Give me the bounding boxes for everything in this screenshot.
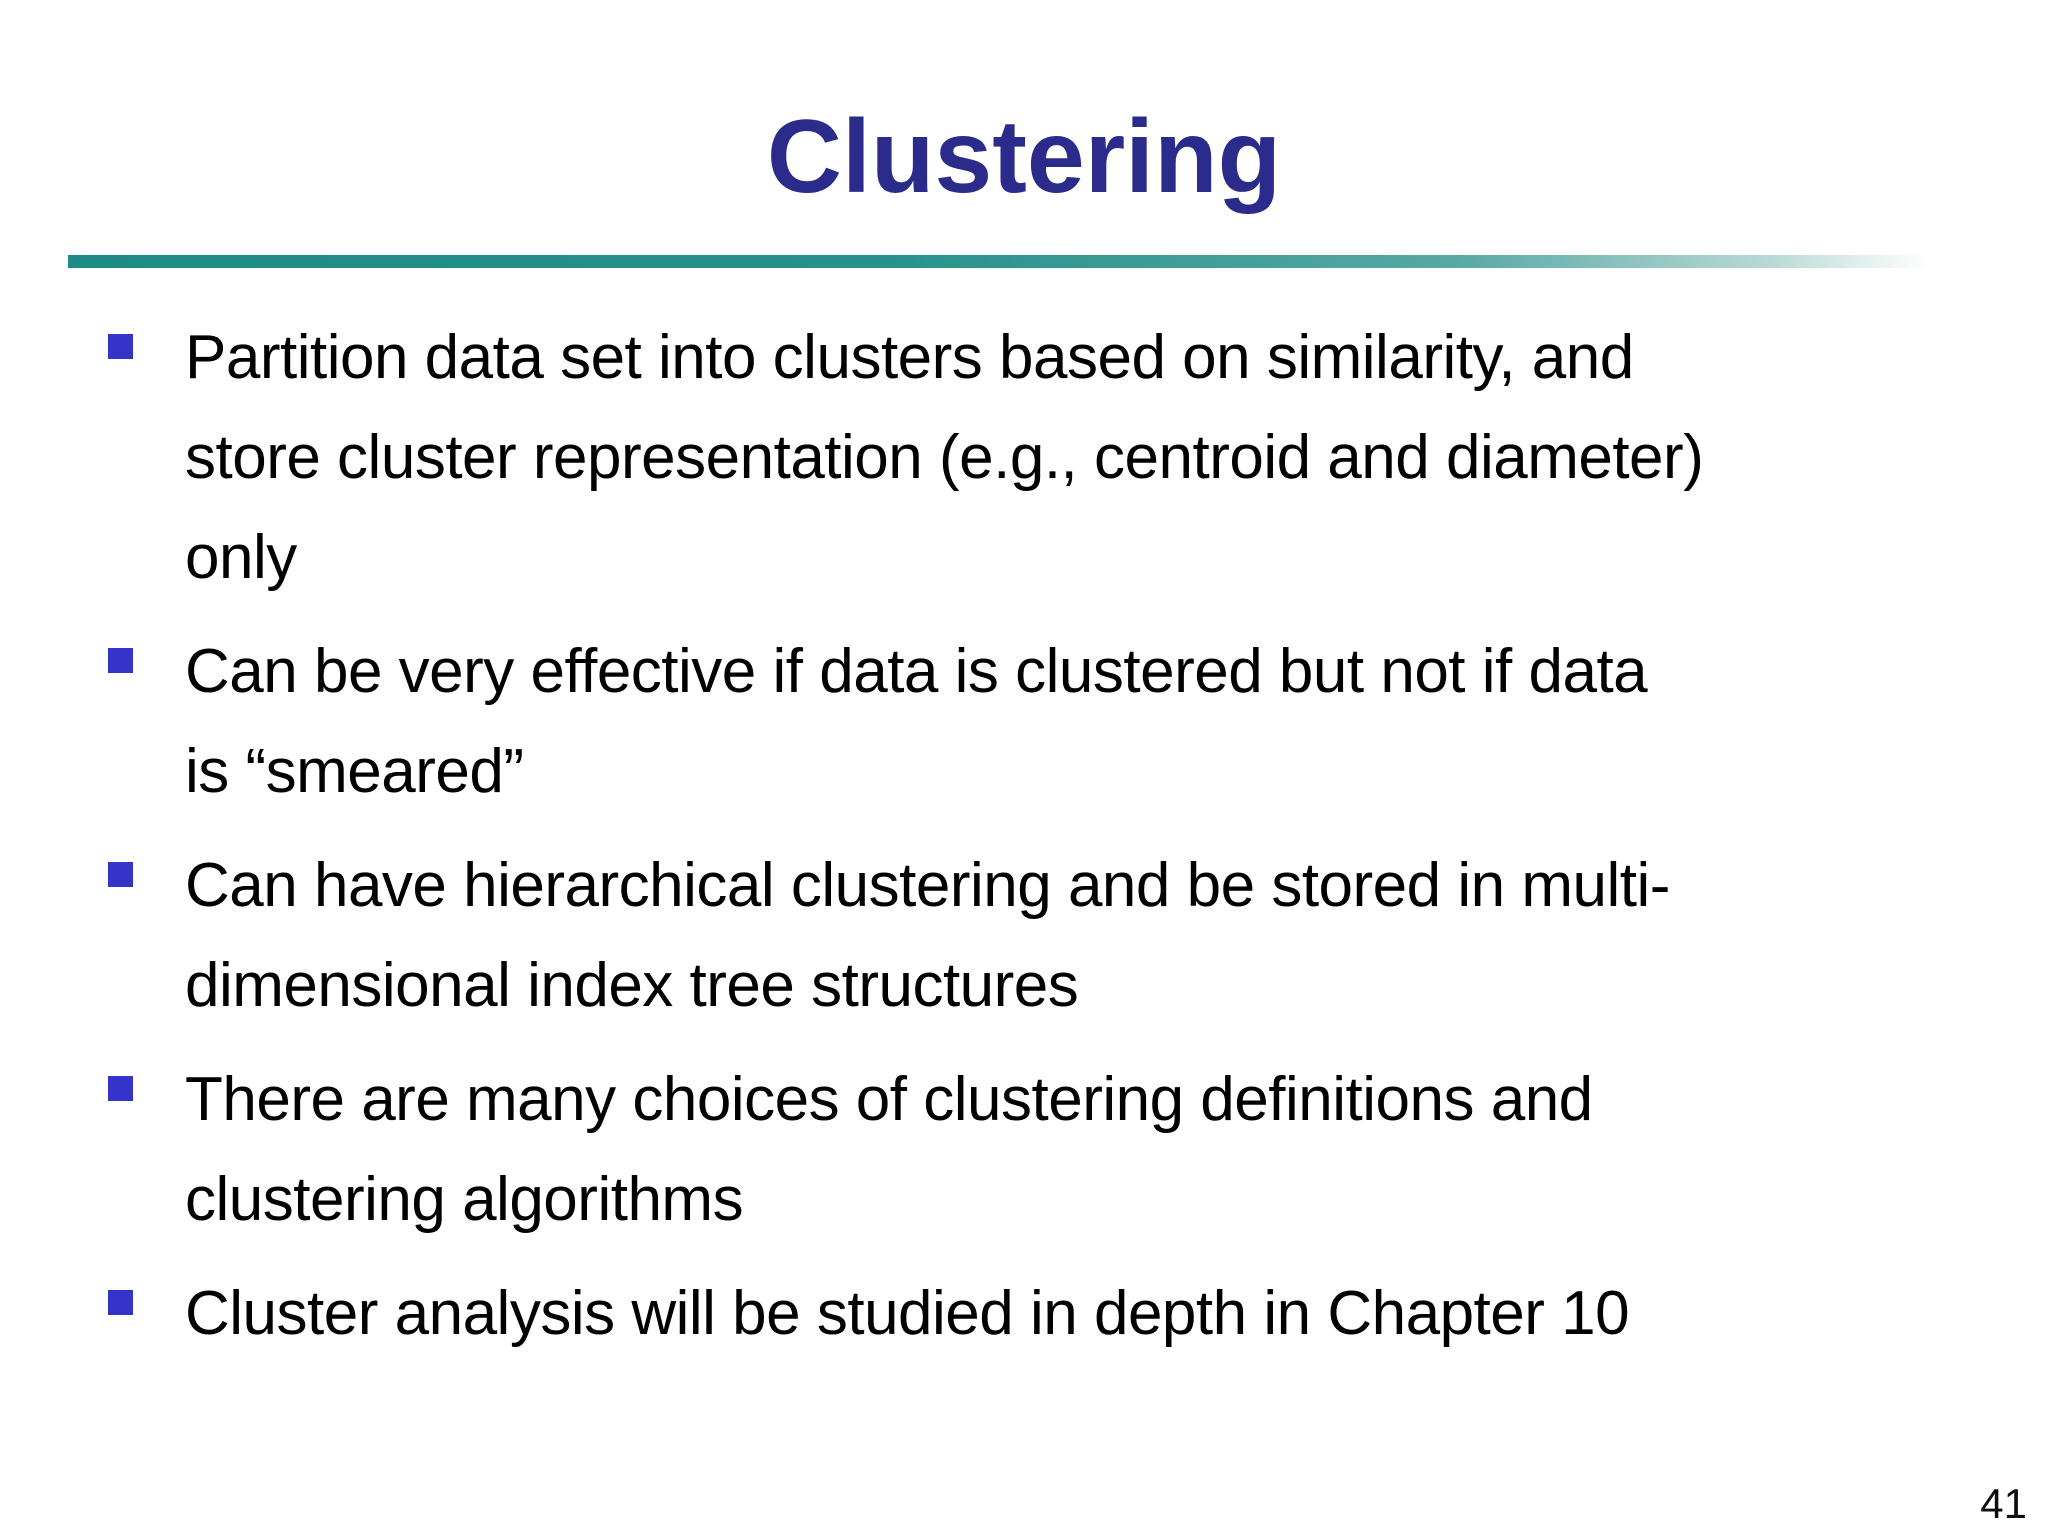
title-divider-rule bbox=[68, 255, 2048, 268]
bullet-square-icon bbox=[108, 648, 133, 673]
bullet-text: Cluster analysis will be studied in dept… bbox=[185, 1279, 1630, 1348]
list-item: Can be very effective if data is cluster… bbox=[108, 622, 1988, 822]
bullet-square-icon bbox=[108, 334, 133, 359]
list-item: Cluster analysis will be studied in dept… bbox=[108, 1264, 1988, 1364]
list-item: Partition data set into clusters based o… bbox=[108, 308, 1988, 608]
list-item: Can have hierarchical clustering and be … bbox=[108, 836, 1988, 1036]
bullet-text: Partition data set into clusters based o… bbox=[185, 323, 1704, 592]
page-number: 41 bbox=[1980, 1480, 2027, 1527]
bullet-text: Can have hierarchical clustering and be … bbox=[185, 851, 1670, 1020]
list-item: There are many choices of clustering def… bbox=[108, 1050, 1988, 1250]
bullet-text: Can be very effective if data is cluster… bbox=[185, 637, 1648, 806]
bullet-text: There are many choices of clustering def… bbox=[185, 1065, 1593, 1234]
slide-title: Clustering bbox=[766, 99, 1282, 215]
bullet-square-icon bbox=[108, 862, 133, 887]
bullet-square-icon bbox=[108, 1290, 133, 1315]
bullet-list: Partition data set into clusters based o… bbox=[108, 308, 1988, 1378]
bullet-square-icon bbox=[108, 1076, 133, 1101]
